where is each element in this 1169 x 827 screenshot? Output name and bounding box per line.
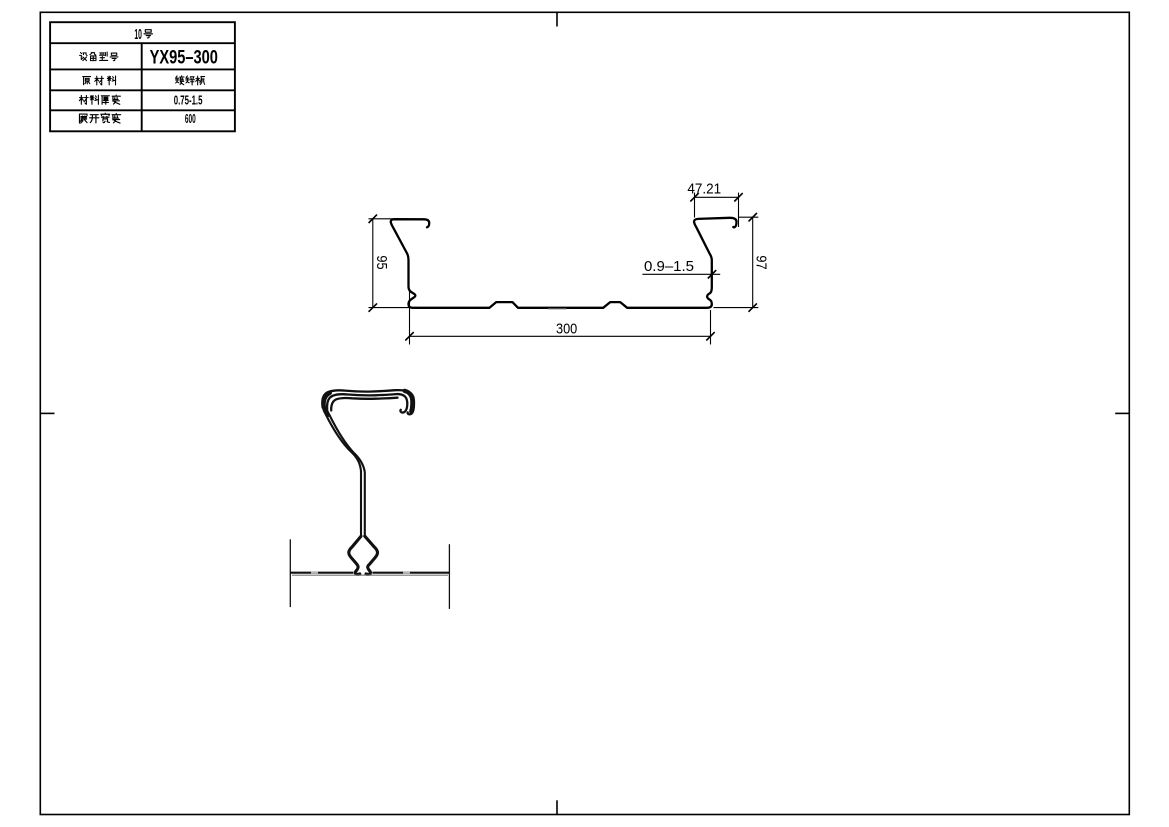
svg-text:300: 300 xyxy=(556,319,577,336)
svg-text:47.21: 47.21 xyxy=(687,181,721,198)
svg-text:10: 10 xyxy=(134,26,142,43)
svg-text:0.9–1.5: 0.9–1.5 xyxy=(644,258,694,275)
svg-text:600: 600 xyxy=(185,113,196,127)
svg-text:97: 97 xyxy=(753,255,770,269)
svg-text:95: 95 xyxy=(374,255,391,269)
svg-text:0.75-1.5: 0.75-1.5 xyxy=(174,95,203,108)
svg-text:YX95–300: YX95–300 xyxy=(150,46,218,67)
